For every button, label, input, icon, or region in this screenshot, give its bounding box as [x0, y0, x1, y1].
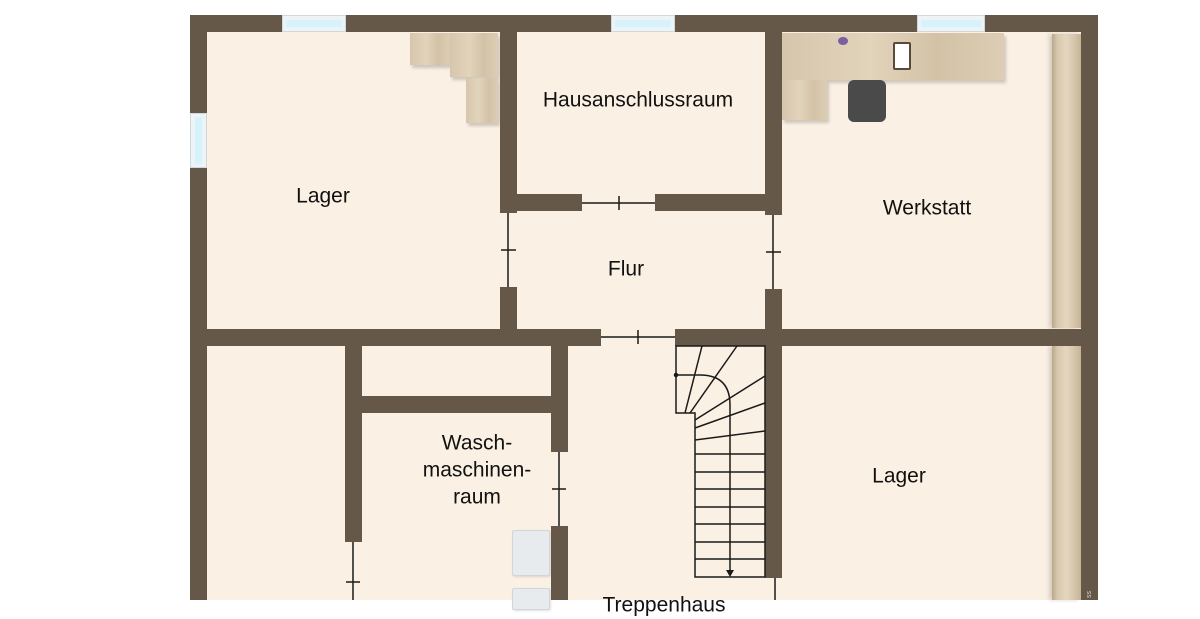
wall-interior [675, 329, 1098, 346]
wall-interior [190, 329, 601, 346]
room-label-waschmaschinenraum: Wasch- maschinen- raum [423, 430, 532, 511]
room-label-lager: Lager [872, 464, 926, 488]
window [190, 113, 207, 168]
cabinet [466, 78, 498, 123]
window [917, 15, 985, 32]
wall-interior [551, 526, 568, 600]
cabinet [410, 33, 450, 65]
wall-interior [500, 15, 517, 213]
room-label-treppenhaus: Treppenhaus [602, 593, 726, 617]
label-line: raum [453, 485, 501, 509]
wall-interior [551, 329, 568, 452]
floor-area [190, 15, 1098, 600]
shelf [1052, 346, 1081, 600]
room-label-lager: Lager [296, 184, 350, 208]
room-label-hausanschlussraum: Hausanschlussraum [542, 88, 734, 112]
wall-interior [345, 396, 568, 413]
cabinet [450, 33, 498, 77]
watermark: ss [1086, 591, 1093, 598]
wall-interior [765, 289, 782, 578]
washing-machine [512, 530, 550, 576]
plant-icon [838, 37, 848, 45]
tablet-icon [893, 42, 911, 70]
window [282, 15, 346, 32]
door-and-stair-lines [346, 196, 781, 600]
label-line: maschinen- [422, 458, 532, 482]
window [611, 15, 675, 32]
wall-interior [345, 329, 362, 542]
wall-interior [500, 194, 582, 211]
room-label-flur: Flur [607, 257, 645, 281]
desk-return [782, 80, 827, 120]
room-label-werkstatt: Werkstatt [882, 196, 972, 220]
label-line: Wasch- [441, 431, 513, 455]
office-chair [848, 80, 886, 122]
wall-interior [655, 194, 782, 211]
wall-interior [765, 15, 782, 215]
wall-outer-right [1081, 15, 1098, 600]
floor-plan: Lager Hausanschlussraum Werkstatt Flur W… [190, 15, 1098, 617]
shelf [1052, 34, 1081, 328]
